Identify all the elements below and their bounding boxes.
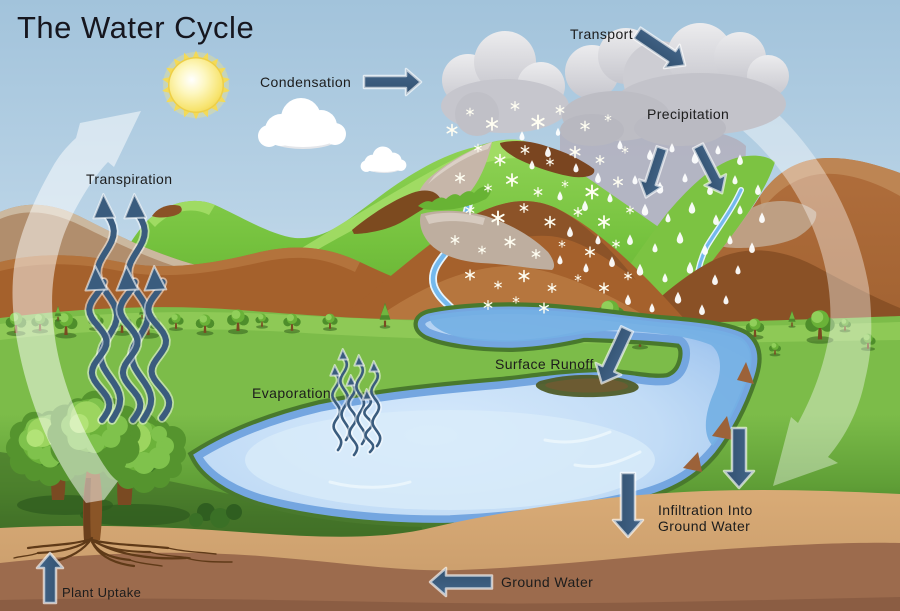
- svg-text:Evaporation: Evaporation: [252, 385, 331, 401]
- svg-text:Transport: Transport: [570, 26, 633, 42]
- svg-text:Ground Water: Ground Water: [658, 518, 750, 534]
- svg-text:Ground Water: Ground Water: [501, 574, 593, 590]
- svg-text:Condensation: Condensation: [260, 74, 351, 90]
- svg-text:Precipitation: Precipitation: [647, 106, 729, 122]
- svg-text:Surface Runoff: Surface Runoff: [495, 356, 594, 372]
- svg-text:Plant Uptake: Plant Uptake: [62, 585, 141, 600]
- svg-text:Transpiration: Transpiration: [86, 171, 172, 187]
- svg-text:The Water Cycle: The Water Cycle: [17, 10, 254, 45]
- svg-text:Infiltration Into: Infiltration Into: [658, 502, 753, 518]
